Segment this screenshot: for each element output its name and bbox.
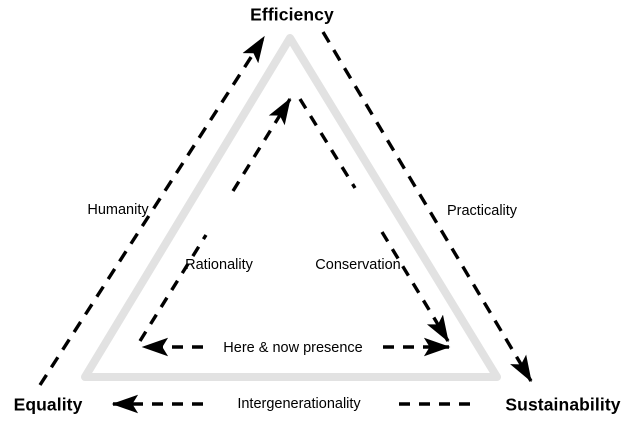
inner-arrow-label-conservation: Conservation: [315, 256, 401, 273]
conservation-arrow: [298, 98, 450, 343]
outer-arrow-label-practicality: Practicality: [446, 202, 518, 219]
outer-arrow-label-humanity: Humanity: [87, 201, 149, 218]
outer-arrow-label-intergenerationality: Intergenerationality: [237, 395, 361, 412]
humanity-arrow: [38, 35, 266, 386]
gray-triangle-outline: [81, 34, 501, 381]
practicality-arrow: [321, 31, 533, 383]
vertex-label-equality: Equality: [13, 394, 83, 415]
rationality-arrow: [138, 97, 292, 342]
vertex-label-sustainability: Sustainability: [505, 394, 621, 415]
inner-arrow-label-rationality: Rationality: [185, 256, 253, 273]
vertex-label-efficiency: Efficiency: [250, 4, 334, 25]
inner-arrow-label-here-and-now-presence: Here & now presence: [223, 339, 363, 356]
